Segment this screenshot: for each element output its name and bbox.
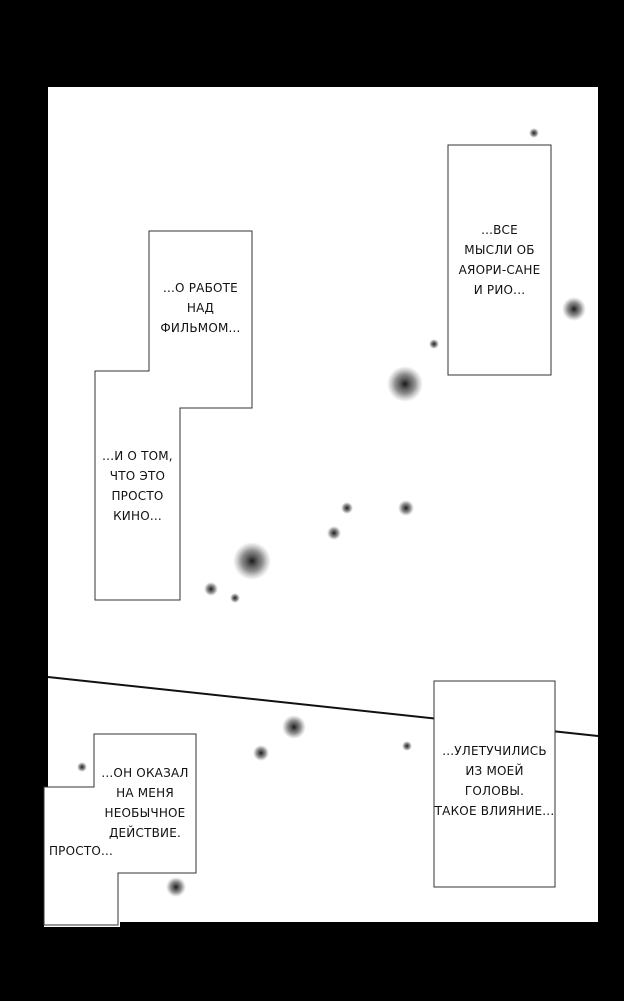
caption-effect-text: ...ОН ОКАЗАЛ НА МЕНЯ НЕОБЫЧНОЕ ДЕЙСТВИЕ.	[101, 766, 189, 840]
caption-vanished: ...УЛЕТУЧИЛИСЬ ИЗ МОЕЙ ГОЛОВЫ. ТАКОЕ ВЛИ…	[434, 740, 555, 822]
caption-cinema-text: ...И О ТОМ, ЧТО ЭТО ПРОСТО КИНО...	[102, 449, 173, 523]
caption-vanished-text: ...УЛЕТУЧИЛИСЬ ИЗ МОЕЙ ГОЛОВЫ. ТАКОЕ ВЛИ…	[434, 744, 555, 818]
caption-simply: ПРОСТО...	[44, 840, 118, 862]
caption-simply-text: ПРОСТО...	[48, 844, 114, 858]
sparkle-dots	[77, 128, 586, 897]
caption-box-film-cinema	[94, 230, 253, 601]
caption-box-effect	[43, 733, 197, 926]
caption-thoughts: ...ВСЕ МЫСЛИ ОБ АЯОРИ-САНЕ И РИО...	[448, 145, 551, 375]
caption-box-vanished	[433, 680, 556, 888]
caption-effect: ...ОН ОКАЗАЛ НА МЕНЯ НЕОБЫЧНОЕ ДЕЙСТВИЕ.	[94, 758, 196, 848]
caption-thoughts-text: ...ВСЕ МЫСЛИ ОБ АЯОРИ-САНЕ И РИО...	[458, 223, 541, 297]
caption-cinema: ...И О ТОМ, ЧТО ЭТО ПРОСТО КИНО...	[95, 436, 180, 536]
caption-film-text: ...О РАБОТЕ НАД ФИЛЬМОМ...	[160, 281, 241, 335]
caption-box-thoughts	[447, 144, 552, 376]
caption-film: ...О РАБОТЕ НАД ФИЛЬМОМ...	[149, 268, 252, 348]
